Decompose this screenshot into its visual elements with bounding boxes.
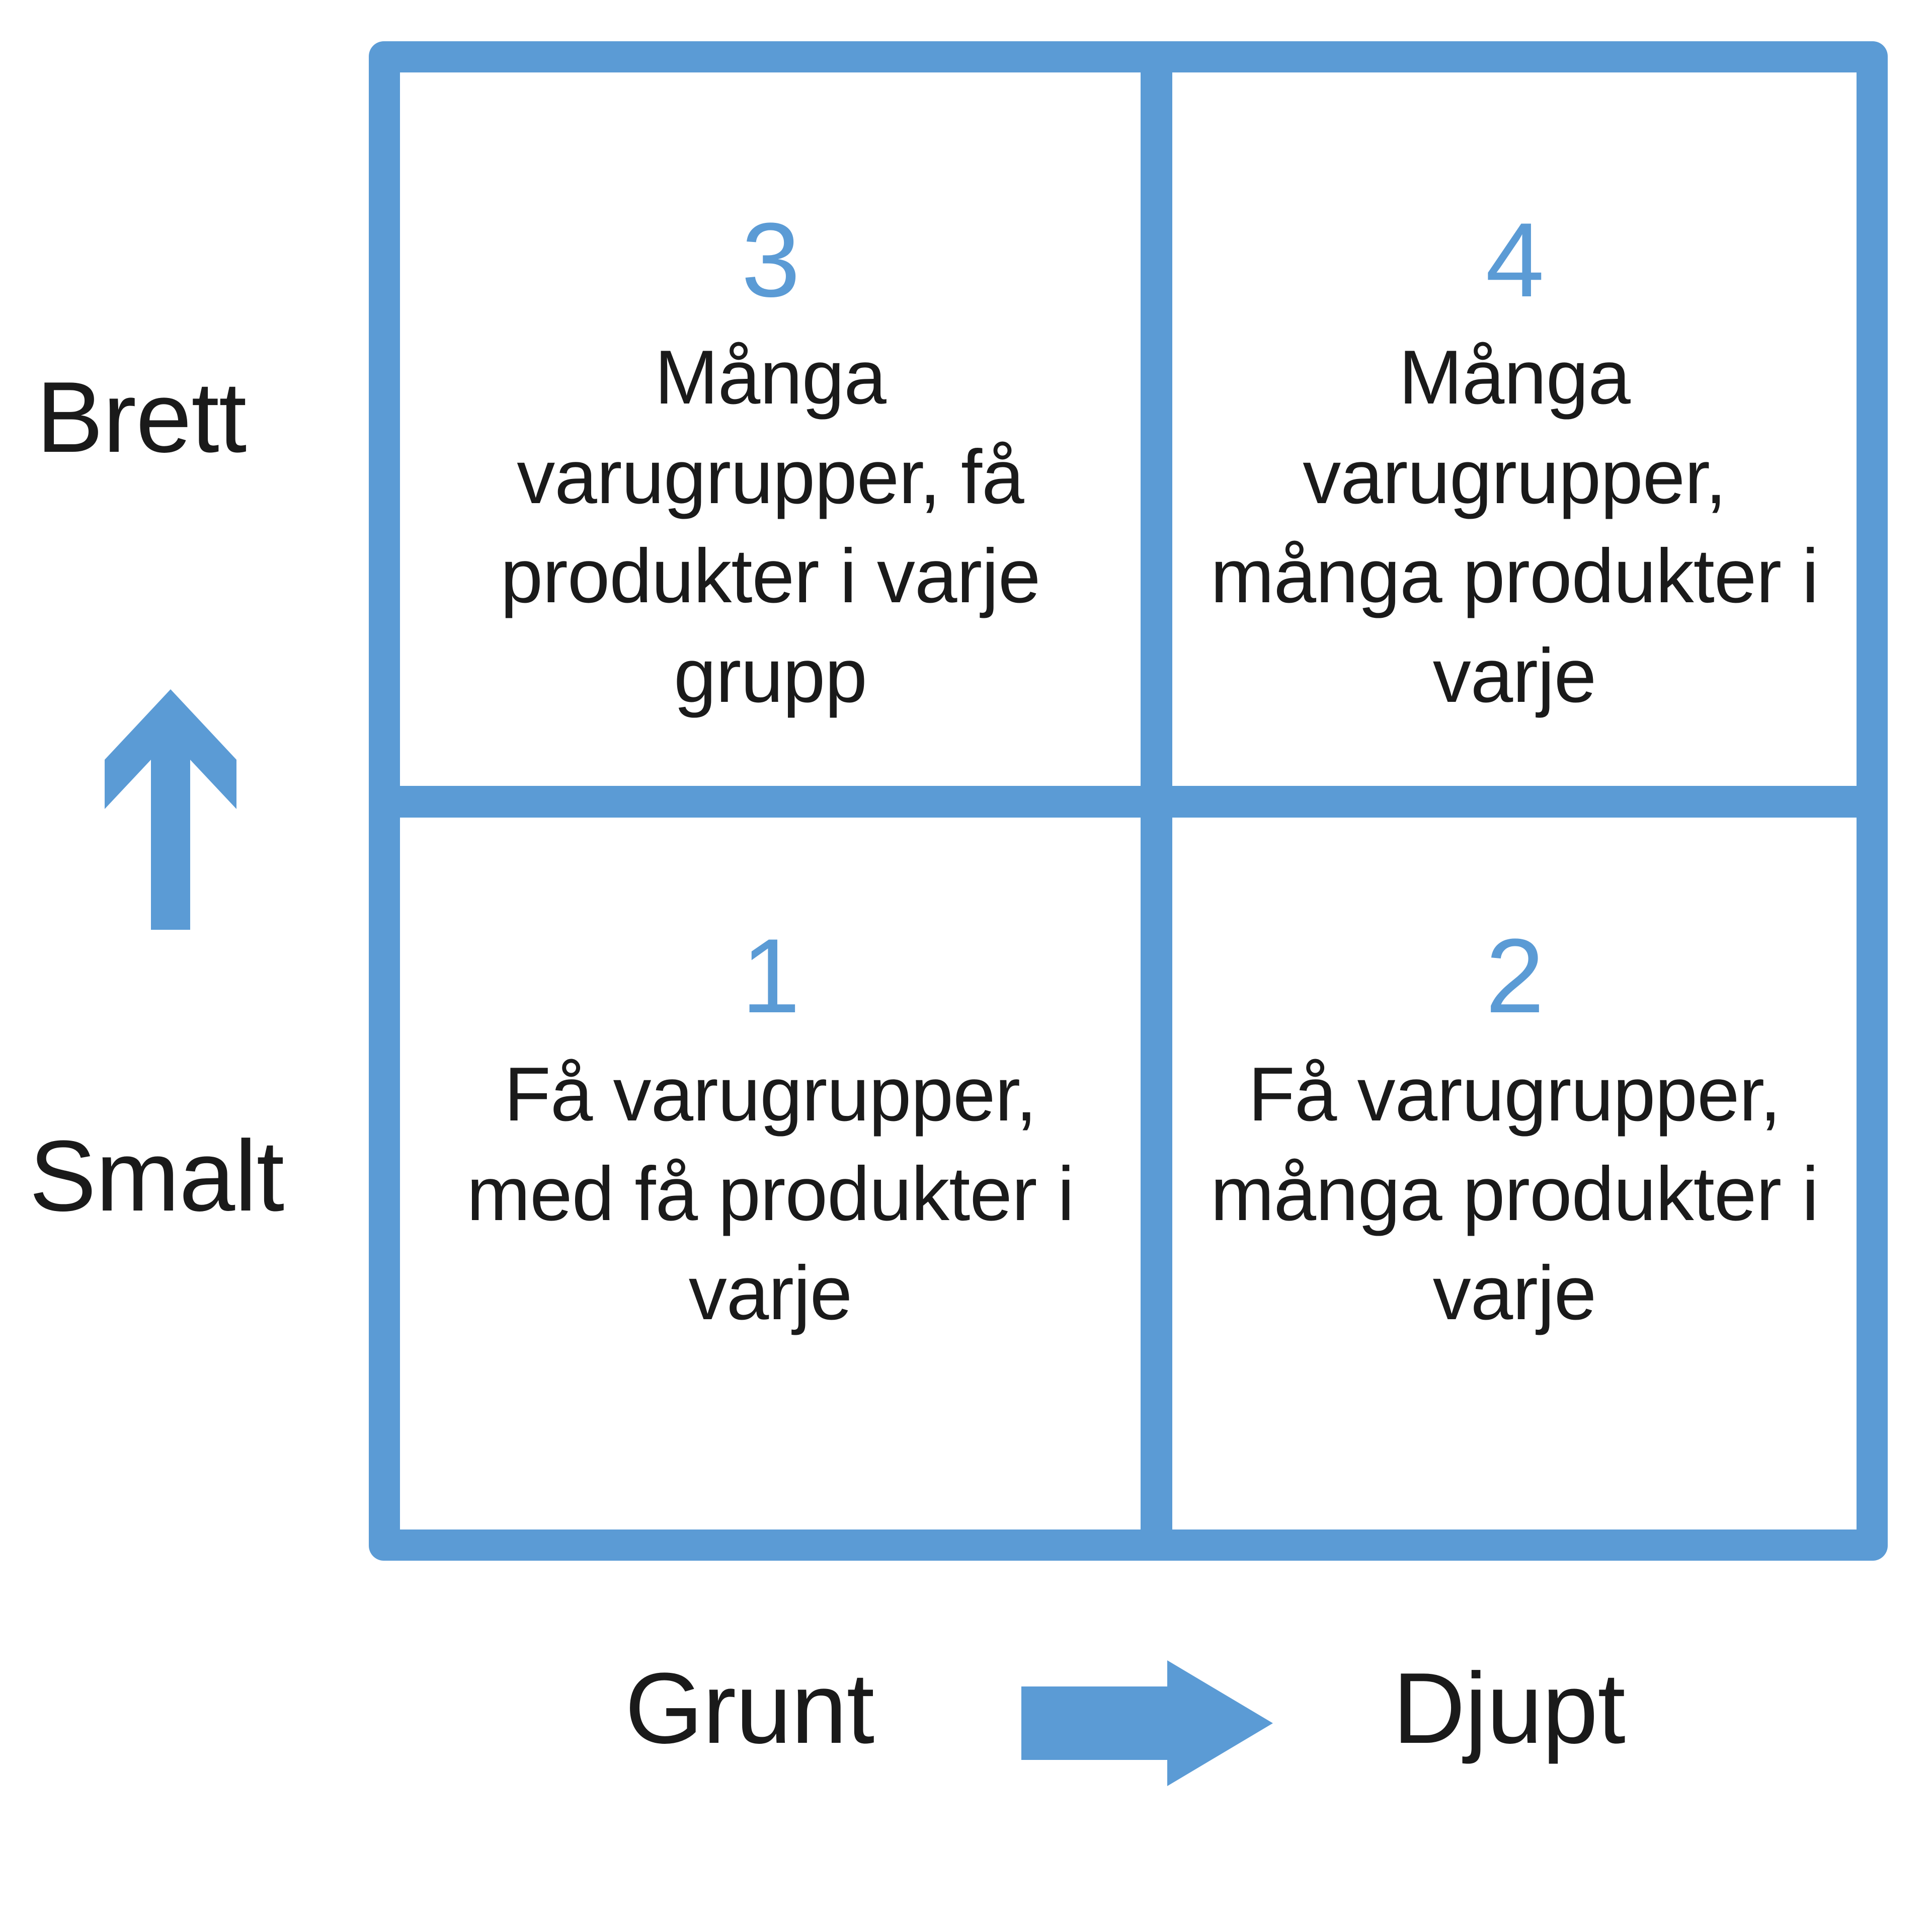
quadrant-cell-1[interactable]: 1 Få varugrupper, med få produkter i var… [400, 818, 1141, 1530]
quadrant-cell-2[interactable]: 2 Få varugrupper, många produkter i varj… [1172, 818, 1857, 1530]
quadrant-description-2: Få varugrupper, många produkter i varje [1210, 1052, 1819, 1336]
quadrant-number-1: 1 [741, 917, 800, 1035]
quadrant-number-4: 4 [1485, 201, 1545, 319]
quadrant-matrix: 3 Många varugrupper, få produkter i varj… [369, 41, 1888, 1561]
matrix-horizontal-divider [400, 786, 1857, 818]
arrow-up-icon [105, 689, 236, 930]
arrow-right-icon [1021, 1660, 1273, 1786]
quadrant-description-1: Få varugrupper, med få produkter i varje [466, 1052, 1074, 1336]
quadrant-cell-4[interactable]: 4 Många varugrupper, många produkter i v… [1172, 72, 1857, 786]
quadrant-number-3: 3 [741, 201, 800, 319]
x-axis-high-label: Djupt [1393, 1652, 1626, 1764]
quadrant-cell-3[interactable]: 3 Många varugrupper, få produkter i varj… [400, 72, 1141, 786]
quadrant-number-2: 2 [1485, 917, 1545, 1035]
x-axis-low-label: Grunt [625, 1652, 874, 1764]
y-axis-low-label: Smalt [29, 1120, 284, 1232]
quadrant-description-3: Många varugrupper, få produkter i varje … [500, 335, 1041, 718]
y-axis-high-label: Brett [36, 361, 247, 473]
quadrant-description-4: Många varugrupper, många produkter i var… [1210, 335, 1819, 718]
